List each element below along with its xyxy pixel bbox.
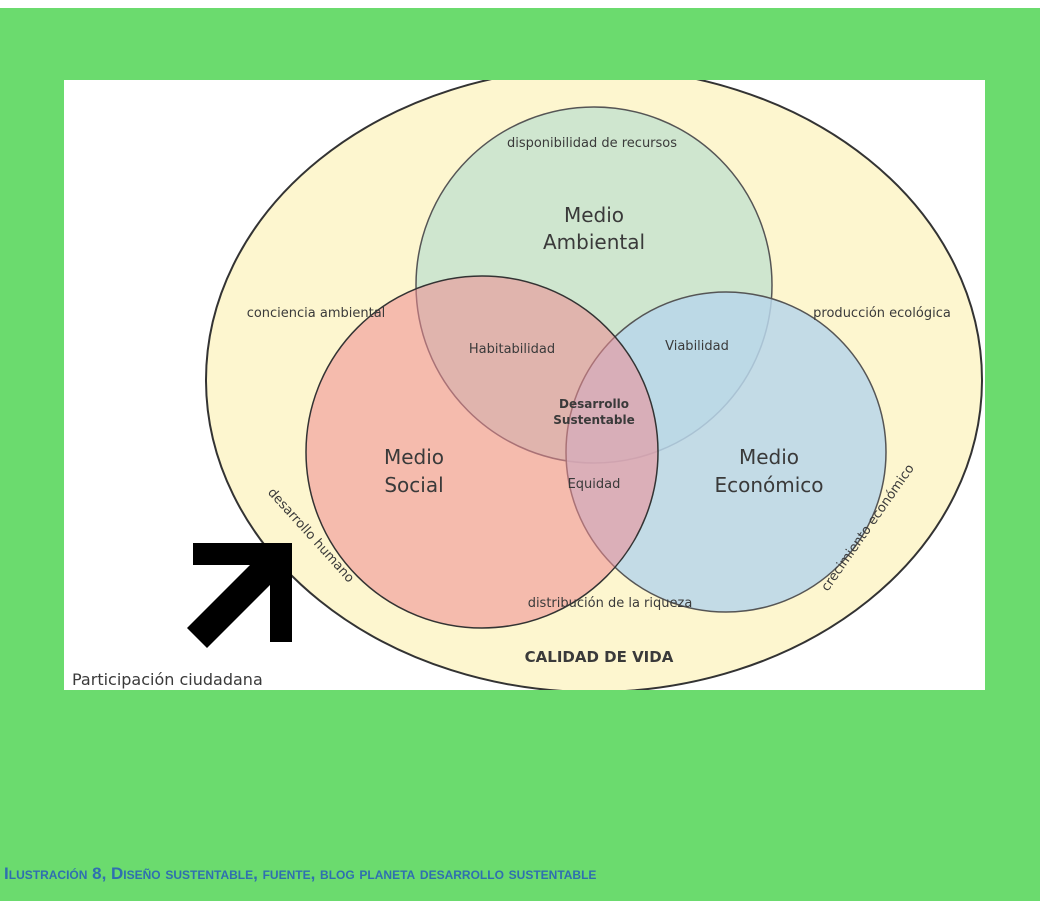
label-disponibilidad-recursos: disponibilidad de recursos — [507, 136, 677, 151]
circle-title-social-2: Social — [384, 473, 443, 497]
overlap-habitabilidad: Habitabilidad — [469, 342, 555, 357]
circle-title-ambiental-2: Ambiental — [543, 230, 645, 254]
circle-title-economico-1: Medio — [739, 445, 799, 469]
circle-medio-social — [305, 275, 659, 629]
circle-title-social-1: Medio — [384, 445, 444, 469]
overlap-viabilidad: Viabilidad — [665, 339, 729, 354]
label-participacion-ciudadana: Participación ciudadana — [72, 670, 263, 689]
arrow-up-right-icon — [165, 543, 292, 648]
caption-text: lustración 8, Diseño sustentable, fuente… — [8, 864, 597, 883]
figure-caption: Ilustración 8, Diseño sustentable, fuent… — [0, 862, 1040, 886]
label-distribucion-riqueza: distribución de la riqueza — [528, 596, 693, 611]
green-background: disponibilidad de recursos conciencia am… — [0, 8, 1040, 901]
center-sustentable: Sustentable — [553, 413, 634, 427]
diagram-panel: disponibilidad de recursos conciencia am… — [64, 80, 985, 690]
label-calidad-de-vida: CALIDAD DE VIDA — [525, 648, 674, 666]
overlap-equidad: Equidad — [568, 477, 621, 492]
sustainable-development-venn-diagram: disponibilidad de recursos conciencia am… — [72, 80, 983, 690]
circle-title-ambiental-1: Medio — [564, 203, 624, 227]
label-conciencia-ambiental: conciencia ambiental — [247, 306, 386, 321]
caption-first-letter: I — [4, 864, 9, 883]
label-produccion-ecologica: producción ecológica — [813, 306, 951, 321]
center-desarrollo: Desarrollo — [559, 397, 629, 411]
circle-title-economico-2: Económico — [714, 473, 823, 497]
